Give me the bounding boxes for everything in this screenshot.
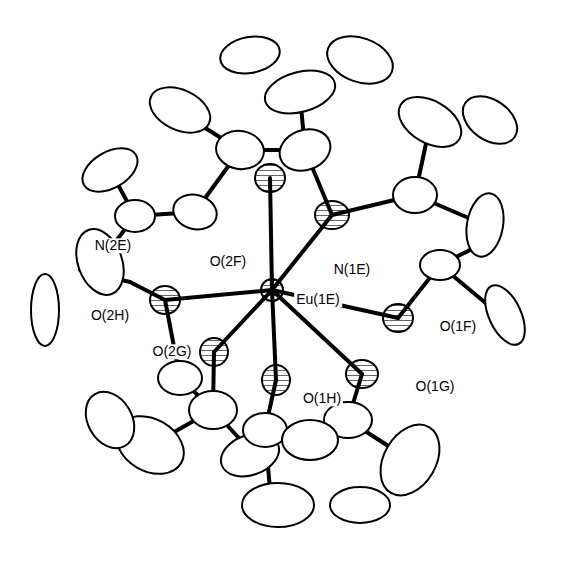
atom-label: O(1H): [301, 391, 343, 406]
atom-label: O(2H): [89, 308, 131, 323]
heteroatom-ellipsoids: [150, 164, 413, 395]
atom-label: O(1F): [438, 319, 479, 334]
atom-label: O(1G): [414, 379, 457, 394]
atom-label: N(1E): [332, 262, 373, 277]
atom-label: N(2E): [93, 238, 134, 253]
bond-lines: [80, 95, 500, 490]
atom-label: O(2F): [208, 254, 249, 269]
atom-label: Eu(1E): [294, 292, 342, 307]
atom-label: O(2G): [151, 344, 194, 359]
thermal-ellipsoids: [31, 28, 533, 527]
